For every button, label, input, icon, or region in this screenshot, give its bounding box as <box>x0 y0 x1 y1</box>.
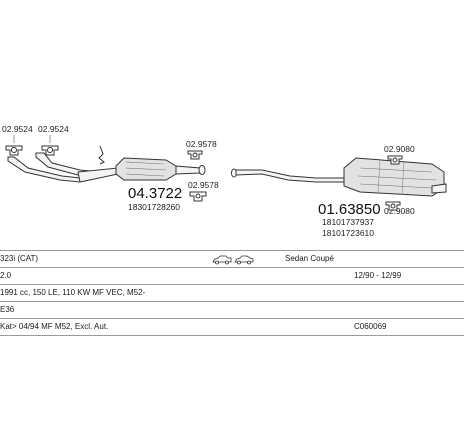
table-row: 1991 cc, 150 LE, 110 KW MF VEC, M52- <box>0 285 464 302</box>
model-cell: 323i (CAT) <box>0 254 39 263</box>
years-cell: 12/90 - 12/99 <box>354 271 402 280</box>
intermediate-pipe-icon <box>231 168 347 183</box>
clamp-label-2: 02.9524 <box>38 124 69 134</box>
clamp-icon <box>187 150 203 160</box>
front-pipe-part-number: 04.3722 <box>128 185 182 202</box>
rear-silencer-oem-number-1: 18101737937 <box>322 217 374 227</box>
clamp-label-5: 02.9080 <box>384 144 415 154</box>
table-row: 323i (CAT) Sedan Coupé <box>0 250 464 268</box>
front-pipe-icon <box>7 145 206 183</box>
clamp-icon <box>385 201 401 211</box>
clamp-icon <box>387 155 403 165</box>
engine-cell: 2.0 <box>0 271 12 280</box>
exhaust-diagram: 02.9524 02.9524 04.3722 18301728260 02.9… <box>2 124 447 238</box>
clamp-label-3: 02.9578 <box>186 139 217 149</box>
code-cell: C060069 <box>354 322 387 331</box>
vehicle-info-table: 323i (CAT) Sedan Coupé 2.0 12/90 - 12/99… <box>0 250 464 336</box>
body-type-cell: Sedan Coupé <box>285 254 334 263</box>
rear-silencer-part-number: 01.63850 <box>318 201 381 218</box>
clamp-label-1: 02.9524 <box>2 124 33 134</box>
table-row: Kat> 04/94 MF M52, Excl. Aut. C060069 <box>0 319 464 336</box>
table-row: 2.0 12/90 - 12/99 <box>0 268 464 285</box>
spec-cell: 1991 cc, 150 LE, 110 KW MF VEC, M52- <box>0 288 146 297</box>
front-pipe-oem-number: 18301728260 <box>128 202 180 212</box>
clamp-icon <box>41 145 59 156</box>
clamp-icon <box>189 191 207 202</box>
rear-silencer-oem-number-2: 18101723610 <box>322 228 374 238</box>
sedan-coupe-icon <box>212 255 254 265</box>
table-row: E36 <box>0 302 464 319</box>
clamp-label-6: 02.9080 <box>384 206 415 216</box>
chassis-cell: E36 <box>0 305 15 314</box>
clamp-icon <box>5 145 23 156</box>
rear-silencer-icon <box>343 157 447 197</box>
note-cell: Kat> 04/94 MF M52, Excl. Aut. <box>0 322 109 331</box>
clamp-label-4: 02.9578 <box>188 180 219 190</box>
